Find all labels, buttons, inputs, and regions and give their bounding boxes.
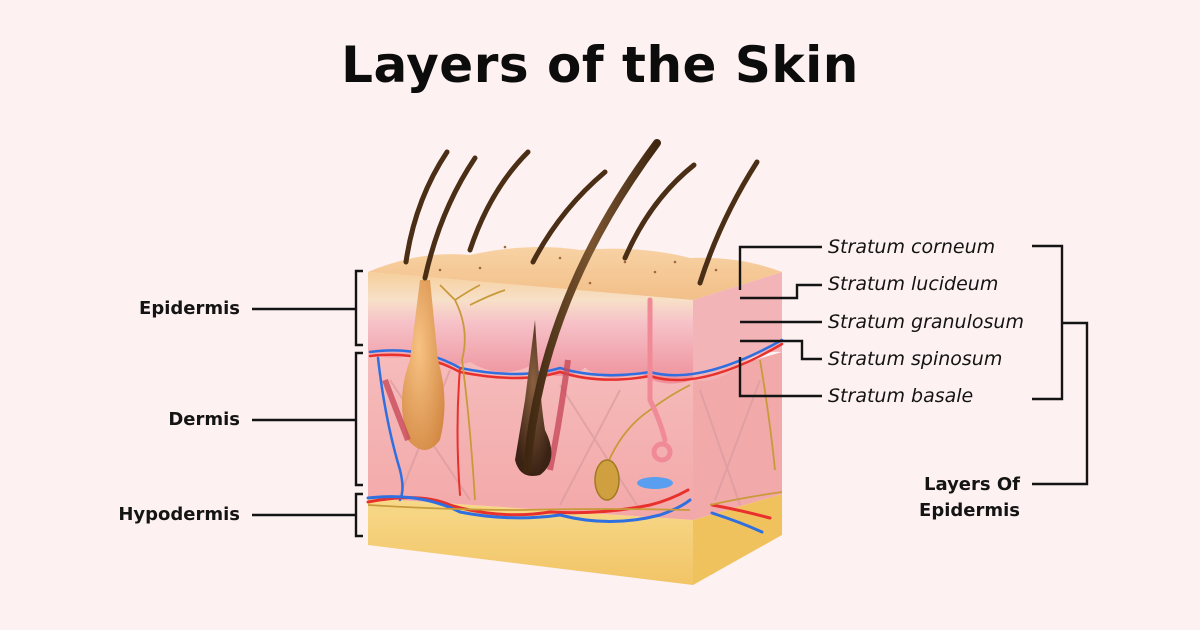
page-title: Layers of the Skin — [341, 36, 859, 94]
label-stratum-spinosum: Stratum spinosum — [828, 348, 1003, 370]
label-stratum-lucideum: Stratum lucideum — [828, 273, 999, 295]
sebaceous-gland — [401, 280, 445, 450]
sweat-gland — [647, 297, 673, 463]
strata-leader-lines — [738, 245, 822, 398]
label-stratum-granulosum: Stratum granulosum — [828, 311, 1024, 333]
label-stratum-corneum: Stratum corneum — [828, 236, 996, 258]
label-dermis: Dermis — [168, 409, 240, 430]
nerves — [367, 284, 783, 511]
label-stratum-basale: Stratum basale — [828, 385, 974, 407]
hypodermis-bracket — [252, 492, 363, 538]
label-layers-of-epidermis: Layers Of Epidermis — [900, 472, 1020, 524]
left-brackets — [252, 269, 363, 538]
label-epidermis: Epidermis — [139, 298, 240, 319]
label-layers-of-epidermis-line1: Layers Of — [924, 474, 1020, 495]
label-hypodermis: Hypodermis — [118, 504, 240, 525]
hairs — [403, 139, 760, 474]
label-layers-of-epidermis-line2: Epidermis — [919, 500, 1020, 521]
epidermis-group-bracket — [1032, 244, 1089, 486]
epidermis-layer — [368, 272, 782, 384]
pacinian-corpuscle — [594, 459, 620, 501]
arrector-pili-muscle — [382, 378, 411, 442]
dermis-bracket — [252, 351, 363, 487]
blood-vessels — [366, 338, 784, 534]
epidermis-bracket — [252, 269, 363, 347]
meissner-corpuscle — [637, 477, 673, 489]
